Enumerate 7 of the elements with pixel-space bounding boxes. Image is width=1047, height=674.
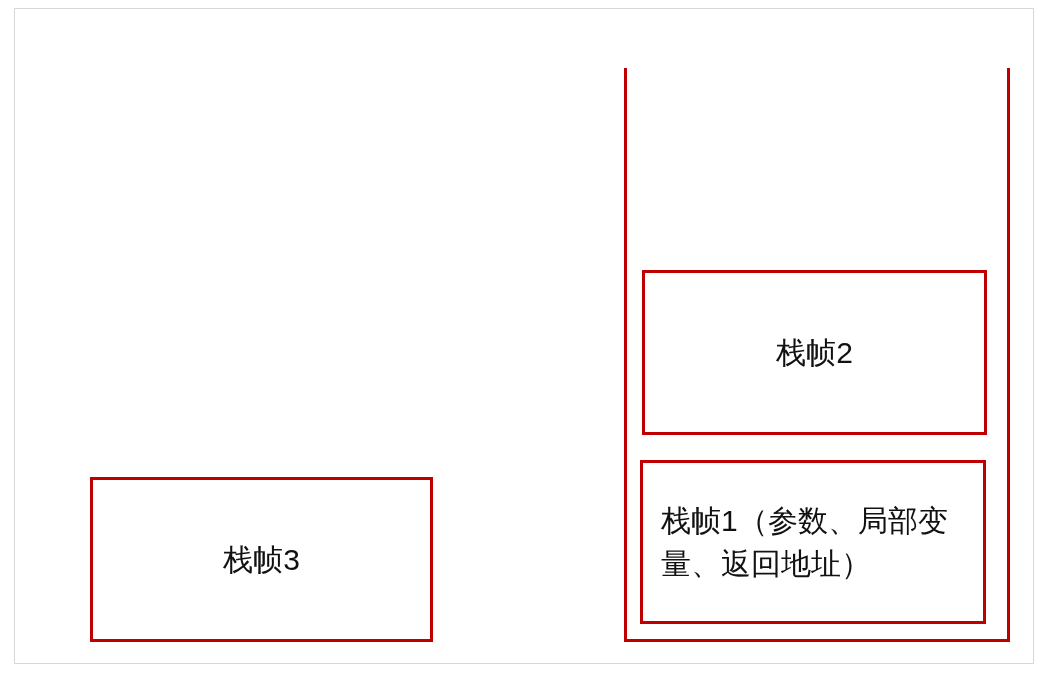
stack-container	[624, 68, 1010, 642]
stack-frame-box	[640, 460, 986, 624]
stack-frame-box	[90, 477, 433, 642]
frame-label: 栈帧3	[223, 541, 300, 578]
stack-frame-box	[642, 270, 987, 435]
frame-label: 栈帧2	[776, 334, 853, 371]
frame-label: 栈帧1（参数、局部变量、返回地址）	[661, 502, 949, 582]
